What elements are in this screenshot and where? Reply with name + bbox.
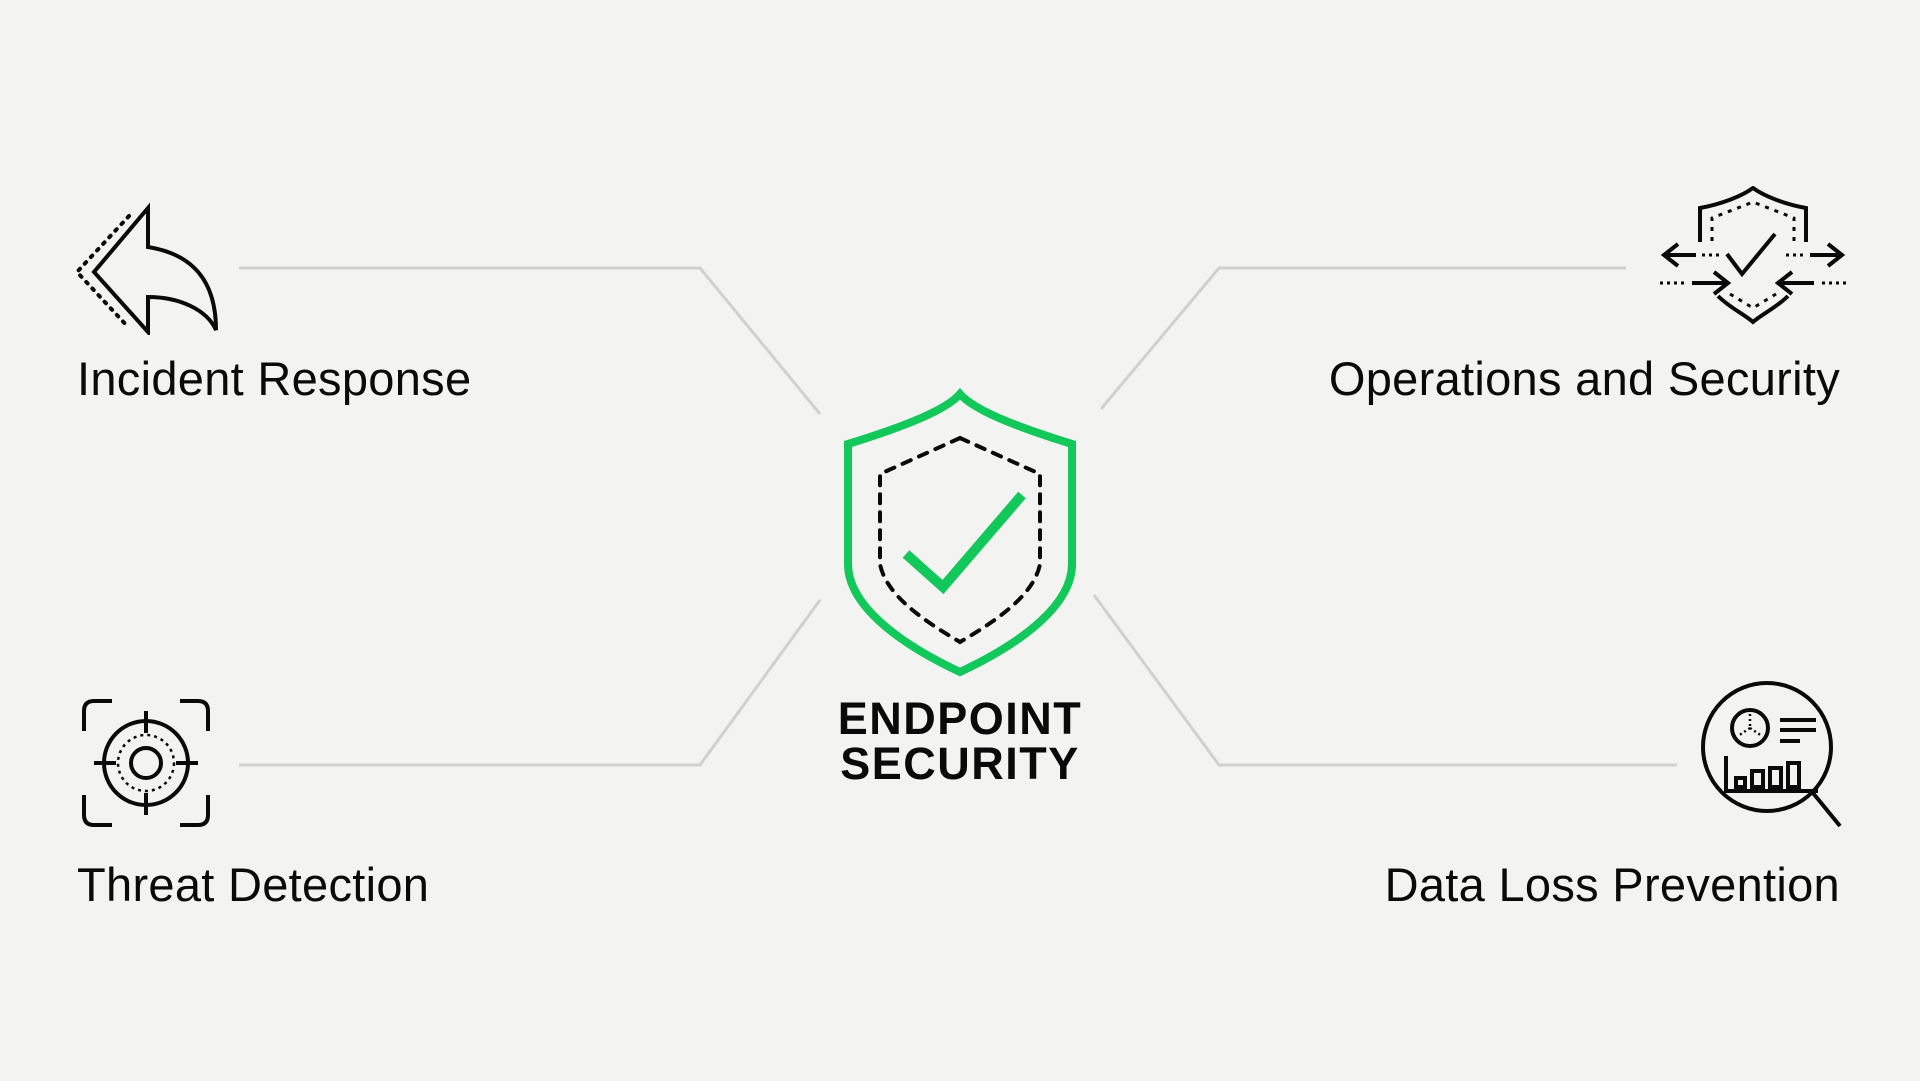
node-label-incident-response: Incident Response <box>77 352 472 405</box>
magnify-report-icon <box>1701 681 1842 828</box>
reply-arrow-icon <box>74 202 218 335</box>
connector-top-right <box>1099 266 1626 410</box>
center-title-line2: SECURITY <box>840 738 1080 789</box>
connector-bottom-right <box>1092 594 1677 767</box>
target-crosshair-icon <box>82 699 210 827</box>
node-label-data-loss-prevention: Data Loss Prevention <box>1384 858 1840 911</box>
node-label-operations-security: Operations and Security <box>1328 352 1840 405</box>
node-label-threat-detection: Threat Detection <box>77 858 430 911</box>
shield-check-icon <box>844 387 1076 677</box>
center-title: ENDPOINT SECURITY <box>780 696 1140 786</box>
shield-arrows-icon <box>1660 186 1846 325</box>
center-title-line1: ENDPOINT <box>837 693 1083 744</box>
connector-top-left <box>239 266 822 415</box>
connector-bottom-left <box>239 599 822 767</box>
